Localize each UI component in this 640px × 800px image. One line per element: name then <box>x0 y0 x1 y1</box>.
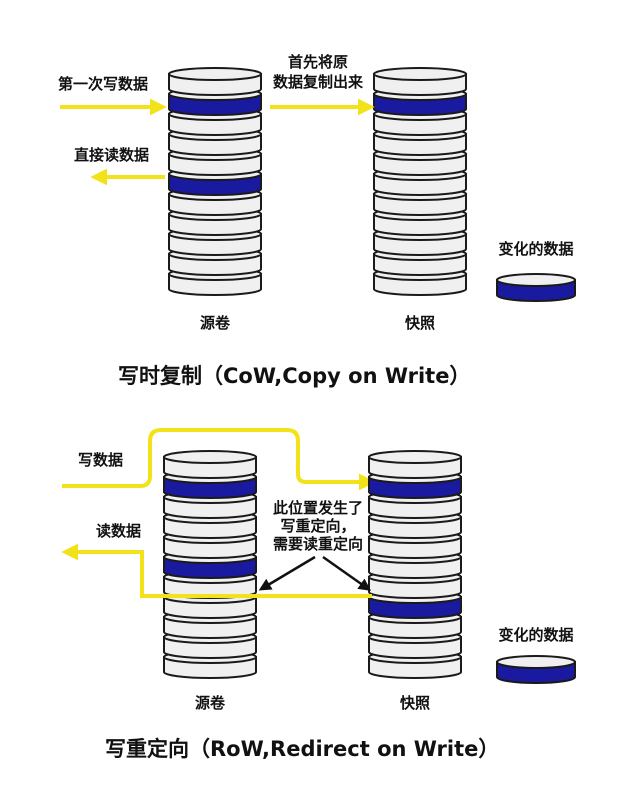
row-note-arrow-right <box>323 557 367 588</box>
cow-copy-label-1: 首先将原 <box>288 53 348 71</box>
cow-copy-label-2: 数据复制出来 <box>273 73 364 91</box>
row-changed-data-disk <box>497 656 575 683</box>
row-note-line-3: 需要读重定向 <box>273 535 363 553</box>
changed-block <box>497 274 575 301</box>
row-read-label: 读数据 <box>96 522 141 540</box>
row-changed-label: 变化的数据 <box>498 626 573 644</box>
disk-plate <box>164 451 256 478</box>
cow-changed-label: 变化的数据 <box>498 240 573 258</box>
disk-plate <box>369 451 461 478</box>
cow-title: 写时复制（CoW,Copy on Write） <box>118 364 470 388</box>
changed-block <box>497 656 575 683</box>
row-section: 写数据 读数据 此位置发生了 写重定向， 需要读重定向 变化的数据 源卷 快照 … <box>62 430 575 761</box>
cow-snapshot-label: 快照 <box>405 314 435 332</box>
row-title: 写重定向（RoW,Redirect on Write） <box>105 737 499 761</box>
row-note-arrow-left <box>263 557 315 588</box>
row-note-line-2: 写重定向， <box>280 517 355 535</box>
row-snapshot-volume <box>369 451 461 678</box>
cow-section: 第一次写数据 直接读数据 首先将原 数据复制出来 变化的数据 源卷 快照 写时复… <box>58 53 575 388</box>
row-note-line-1: 此位置发生了 <box>273 499 363 517</box>
row-write-label: 写数据 <box>78 451 123 469</box>
cow-changed-data-disk <box>497 274 575 301</box>
cow-snapshot-volume <box>374 68 466 295</box>
row-source-label: 源卷 <box>195 694 226 712</box>
cow-write-label: 第一次写数据 <box>58 75 148 93</box>
row-snapshot-label: 快照 <box>400 694 430 712</box>
disk-plate <box>169 68 261 95</box>
row-source-volume <box>164 451 256 678</box>
disk-plate <box>374 68 466 95</box>
cow-read-label: 直接读数据 <box>74 146 149 164</box>
cow-source-volume <box>169 68 261 295</box>
cow-source-label: 源卷 <box>200 314 231 332</box>
